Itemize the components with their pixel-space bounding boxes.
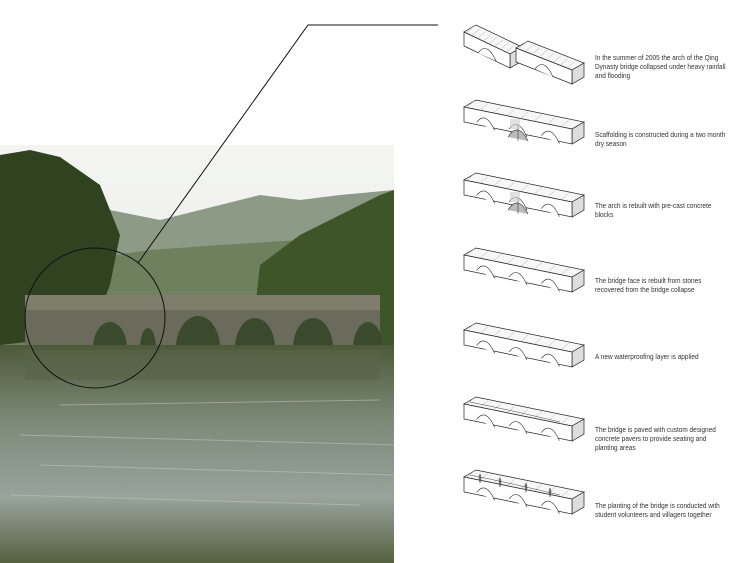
step-3: The arch is rebuilt with pre-cast concre… [460,168,750,238]
step-caption: The bridge is paved with custom designed… [595,425,716,453]
step-caption: In the summer of 2005 the arch of the Qi… [595,53,726,81]
step-1: In the summer of 2005 the arch of the Qi… [460,20,750,90]
step-5: A new waterproofing layer is applied [460,318,750,388]
bridge-photo [0,145,394,563]
step-caption: The arch is rebuilt with pre-cast concre… [595,201,712,220]
step-caption: The bridge face is rebuilt from stones r… [595,276,702,295]
step-7: The planting of the bridge is conducted … [460,465,750,535]
step-4: The bridge face is rebuilt from stones r… [460,243,750,313]
step-caption: The planting of the bridge is conducted … [595,501,720,520]
step-2: Scaffolding is constructed during a two … [460,95,750,165]
step-caption: Scaffolding is constructed during a two … [595,130,726,149]
step-6: The bridge is paved with custom designed… [460,392,750,462]
step-caption: A new waterproofing layer is applied [595,352,699,361]
